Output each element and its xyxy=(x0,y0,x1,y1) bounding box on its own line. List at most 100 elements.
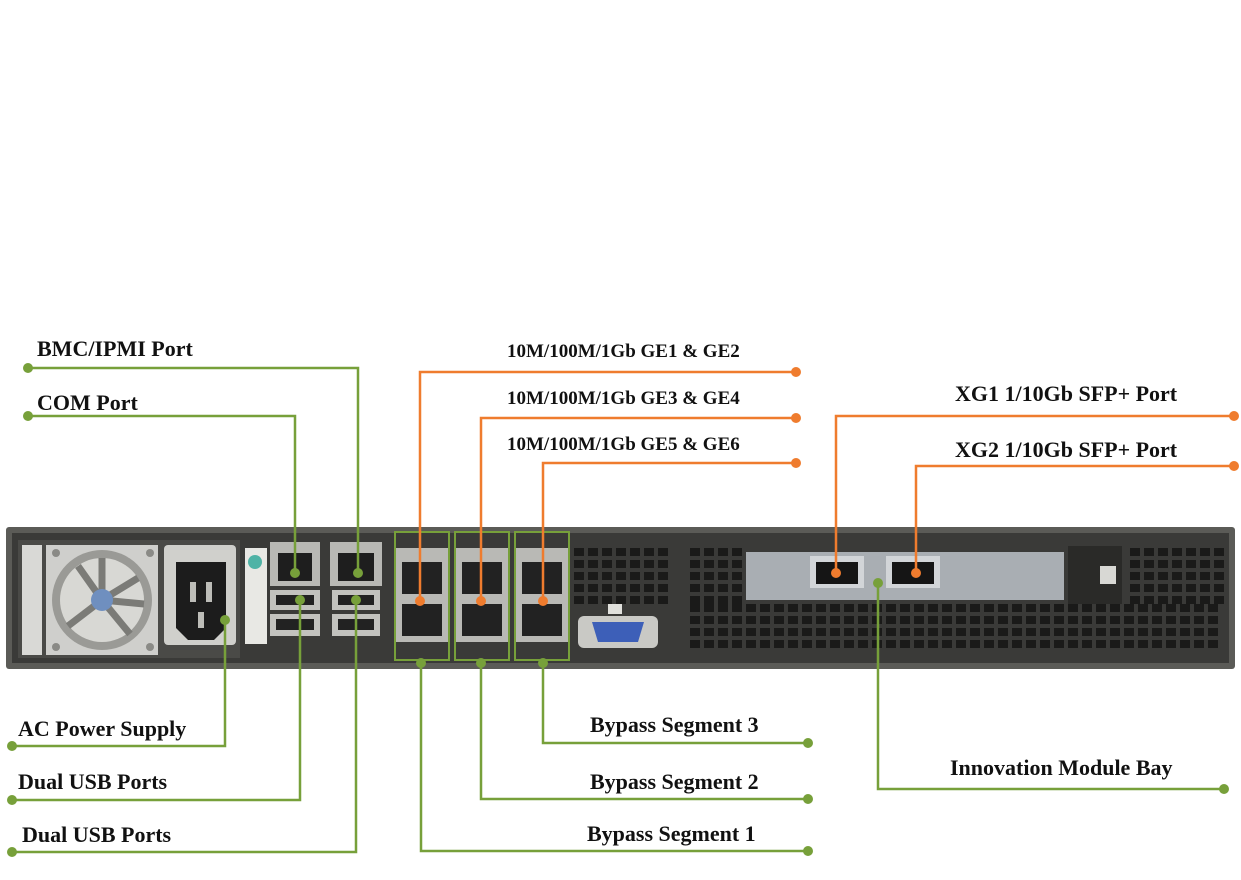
vent-hole xyxy=(1040,604,1050,612)
vent-grid xyxy=(574,548,1224,648)
vent-hole xyxy=(760,640,770,648)
label-ge3-ge4: 10M/100M/1Gb GE3 & GE4 xyxy=(507,388,740,409)
innovation-module-bay xyxy=(746,546,1122,604)
vent-hole xyxy=(1186,560,1196,568)
io-block xyxy=(245,542,382,644)
vent-hole xyxy=(602,572,612,580)
vent-hole xyxy=(616,572,626,580)
vent-hole xyxy=(1158,572,1168,580)
vent-hole xyxy=(900,616,910,624)
vent-hole xyxy=(1138,616,1148,624)
label-bypass-segment-2: Bypass Segment 2 xyxy=(590,769,759,794)
vent-hole xyxy=(1054,616,1064,624)
vent-hole xyxy=(1068,628,1078,636)
callout-seg2 xyxy=(479,663,808,801)
label-innovation-module-bay: Innovation Module Bay xyxy=(950,755,1173,780)
vent-hole xyxy=(732,628,742,636)
vent-hole xyxy=(900,640,910,648)
vent-hole xyxy=(658,548,668,556)
vent-hole xyxy=(1012,616,1022,624)
vent-hole xyxy=(886,628,896,636)
vent-hole xyxy=(942,628,952,636)
vent-hole xyxy=(1172,596,1182,604)
vent-hole xyxy=(574,572,584,580)
vent-hole xyxy=(1194,604,1204,612)
vent-hole xyxy=(718,628,728,636)
vent-hole xyxy=(704,584,714,592)
callout-com xyxy=(28,414,297,573)
vent-hole xyxy=(630,596,640,604)
vent-hole xyxy=(1130,560,1140,568)
vent-hole xyxy=(928,628,938,636)
vent-hole xyxy=(690,548,700,556)
vent-hole xyxy=(1172,560,1182,568)
vent-hole xyxy=(690,560,700,568)
vent-hole xyxy=(602,596,612,604)
ac-inlet xyxy=(164,545,236,645)
vent-hole xyxy=(1082,640,1092,648)
vent-hole xyxy=(732,572,742,580)
vent-hole xyxy=(1012,628,1022,636)
vent-hole xyxy=(1068,640,1078,648)
vent-hole xyxy=(1194,616,1204,624)
callout-ac xyxy=(12,620,227,748)
vent-hole xyxy=(816,604,826,612)
vent-hole xyxy=(658,572,668,580)
vent-hole xyxy=(602,560,612,568)
vent-hole xyxy=(914,604,924,612)
vent-hole xyxy=(644,560,654,568)
vent-hole xyxy=(830,604,840,612)
vent-hole xyxy=(1186,572,1196,580)
vent-hole xyxy=(704,596,714,604)
vent-hole xyxy=(1152,628,1162,636)
vent-hole xyxy=(858,628,868,636)
callout-lines xyxy=(12,366,1234,854)
vent-hole xyxy=(844,628,854,636)
vent-hole xyxy=(732,596,742,604)
vent-hole xyxy=(1124,640,1134,648)
vent-hole xyxy=(774,604,784,612)
label-xg1-sfp-port: XG1 1/10Gb SFP+ Port xyxy=(955,381,1178,406)
vent-hole xyxy=(886,616,896,624)
vent-hole xyxy=(746,628,756,636)
vent-hole xyxy=(788,604,798,612)
vent-hole xyxy=(1026,616,1036,624)
vent-hole xyxy=(1026,604,1036,612)
vent-hole xyxy=(970,604,980,612)
vent-hole xyxy=(984,604,994,612)
vent-hole xyxy=(984,616,994,624)
vent-hole xyxy=(704,628,714,636)
vent-hole xyxy=(956,640,966,648)
vent-hole xyxy=(1172,572,1182,580)
vent-hole xyxy=(1110,628,1120,636)
vent-hole xyxy=(1040,628,1050,636)
vent-hole xyxy=(602,584,612,592)
vent-hole xyxy=(1180,640,1190,648)
vent-hole xyxy=(588,560,598,568)
vent-hole xyxy=(830,616,840,624)
vent-hole xyxy=(788,628,798,636)
label-com-port: COM Port xyxy=(37,390,138,415)
vent-hole xyxy=(942,640,952,648)
vent-hole xyxy=(1166,640,1176,648)
callout-ge12 xyxy=(418,370,796,601)
vent-hole xyxy=(574,548,584,556)
vent-hole xyxy=(1124,628,1134,636)
vent-hole xyxy=(1194,628,1204,636)
vent-hole xyxy=(900,628,910,636)
callout-innovation xyxy=(876,583,1224,791)
vent-hole xyxy=(1180,616,1190,624)
vent-hole xyxy=(830,628,840,636)
vent-hole xyxy=(998,628,1008,636)
vent-hole xyxy=(886,640,896,648)
vent-hole xyxy=(760,604,770,612)
vent-hole xyxy=(574,584,584,592)
vent-hole xyxy=(1068,616,1078,624)
vent-hole xyxy=(802,628,812,636)
vent-hole xyxy=(788,616,798,624)
vent-hole xyxy=(588,548,598,556)
vent-hole xyxy=(816,640,826,648)
callout-bmc xyxy=(28,366,360,573)
vent-hole xyxy=(588,584,598,592)
vent-hole xyxy=(616,560,626,568)
